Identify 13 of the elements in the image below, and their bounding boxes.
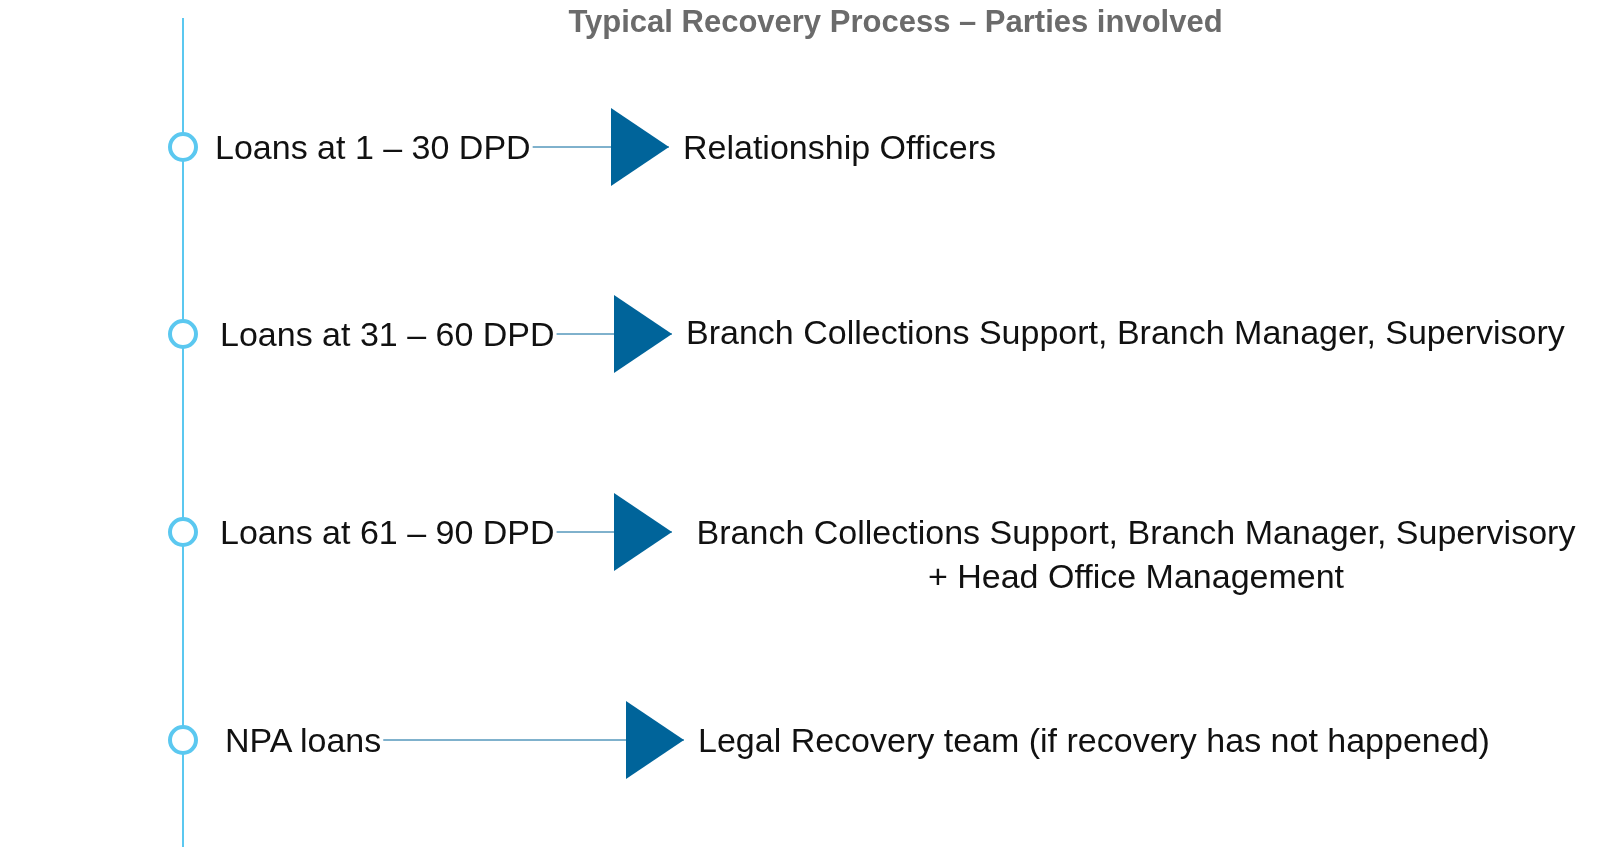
label-text: Branch Collections Support, Branch Manager, Supervisory + Head Office Management	[686, 510, 1586, 598]
arrow	[532, 108, 670, 186]
label-text: Loans at 1 – 30 DPD	[215, 125, 608, 169]
label-text: Legal Recovery team (if recovery has not happened)	[698, 718, 1578, 762]
arrow	[556, 493, 673, 571]
label-text: Loans at 61 – 90 DPD	[220, 510, 608, 554]
arrow	[556, 295, 673, 373]
label-text: Branch Collections Support, Branch Manager, Supervisory	[686, 310, 1598, 354]
label-text: Relationship Officers	[683, 125, 1383, 169]
label-text: NPA loans	[225, 718, 616, 762]
label-text: Loans at 31 – 60 DPD	[220, 312, 608, 356]
arrow	[382, 701, 685, 779]
title: Typical Recovery Process – Parties involved	[567, 4, 1224, 40]
